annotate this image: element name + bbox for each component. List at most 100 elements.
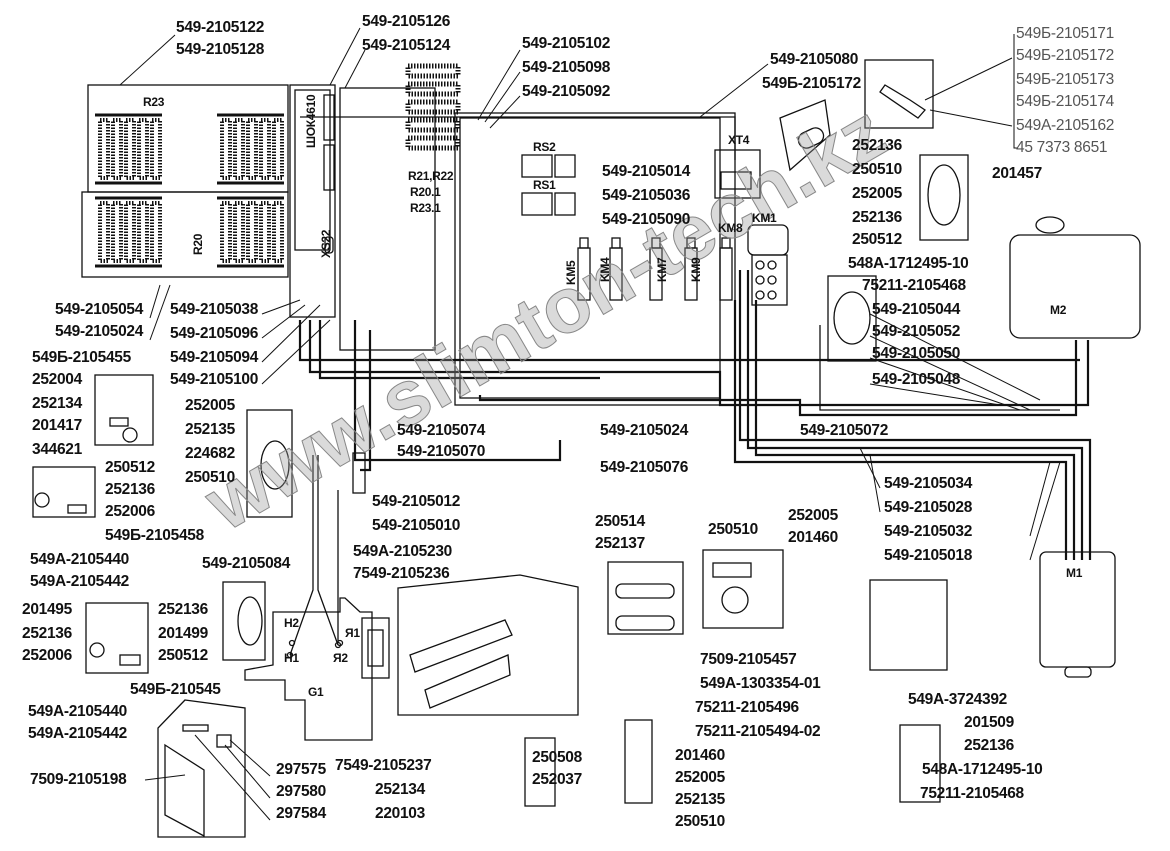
- part-number-callout: 252135: [675, 791, 725, 808]
- contactors: [577, 237, 733, 301]
- component-designator: R21,R22: [408, 169, 454, 183]
- part-number-callout: 250510: [675, 813, 725, 830]
- part-number-callout: 201495: [22, 601, 72, 618]
- part-number-callout: 252037: [532, 771, 582, 788]
- resistor-coil: [405, 135, 461, 151]
- resistor-coil: [246, 118, 258, 180]
- resistor-coil: [150, 118, 162, 180]
- resistor-coil: [137, 201, 149, 263]
- resistor-block-r20: [81, 191, 289, 278]
- part-number-callout: 549А-2105230: [353, 543, 452, 560]
- resistor-coil: [124, 201, 136, 263]
- component-designator: Н1: [284, 651, 299, 665]
- part-number-callout: 201460: [788, 529, 838, 546]
- part-number-callout: 549-2105072: [800, 422, 889, 439]
- part-number-callout: 250508: [532, 749, 582, 766]
- part-number-callout: 250512: [852, 231, 902, 248]
- resistor-frame-r21: [339, 87, 436, 351]
- part-number-callout: 252134: [32, 395, 82, 412]
- part-number-callout: 549-2105090: [602, 211, 691, 228]
- part-number-callout: 549Б-2105455: [32, 349, 131, 366]
- cable-lug-icon: [879, 84, 926, 119]
- part-number-callout: 549Б-210545: [130, 681, 221, 698]
- motor-m1: [1039, 551, 1116, 678]
- part-number-callout: 549-2105012: [372, 493, 461, 510]
- part-number-callout: 549Б-2105173: [1016, 71, 1114, 88]
- part-number-callout: 252136: [964, 737, 1014, 754]
- part-number-callout: 549А-2105162: [1016, 117, 1115, 134]
- resistor-coils: [95, 113, 284, 268]
- component-designator: KM4: [598, 257, 612, 282]
- fuse-rs2: [521, 154, 576, 178]
- part-number-callout: 549А-2105440: [28, 703, 127, 720]
- resistor-coil: [272, 118, 284, 180]
- detail-box-clip-3: [85, 602, 149, 674]
- part-number-callout: 549Б-2105172: [1016, 47, 1114, 64]
- detail-box-bolt-2: [624, 719, 653, 804]
- part-number-callout: 549-2105098: [522, 59, 611, 76]
- detail-box-bolt-3: [899, 724, 941, 803]
- part-number-callout: 549Б-2105174: [1016, 93, 1114, 110]
- terminal-strip: [352, 452, 366, 494]
- resistor-coil: [233, 118, 245, 180]
- resistor-coil: [405, 99, 461, 115]
- component-designator: KM7: [655, 257, 669, 282]
- panel-shok4610: [289, 84, 336, 318]
- connector-block-shok: [294, 89, 331, 251]
- detail-box-lug: [864, 59, 934, 129]
- resistor-coil: [150, 201, 162, 263]
- part-number-callout: 549Б-2105172: [762, 75, 861, 92]
- resistor-coil: [111, 118, 123, 180]
- part-number-callout: 252137: [595, 535, 645, 552]
- part-number-callout: 549-2105028: [884, 499, 973, 516]
- part-number-callout: 75211-2105468: [920, 785, 1024, 802]
- component-designator: KM5: [564, 260, 578, 285]
- detail-box-bracket: [397, 574, 579, 716]
- part-number-callout: 549-2105070: [397, 443, 486, 460]
- part-number-callout: 250510: [852, 161, 902, 178]
- part-number-callout: 549-2105024: [600, 422, 689, 439]
- part-number-callout: 549-2105048: [872, 371, 961, 388]
- component-designator: R23: [143, 95, 165, 109]
- resistor-coil: [137, 118, 149, 180]
- part-number-callout: 549-2105080: [770, 51, 859, 68]
- part-number-callout: 549-2105038: [170, 301, 259, 318]
- component-designator: R20.1: [410, 185, 441, 199]
- component-designator: KM9: [689, 257, 703, 282]
- part-number-callout: 7549-2105236: [353, 565, 450, 582]
- component-designator: XS22: [319, 229, 333, 258]
- resistor-coil: [405, 81, 461, 97]
- part-number-callout: 201499: [158, 625, 208, 642]
- part-number-callout: 252005: [788, 507, 838, 524]
- part-number-callout: 7549-2105237: [335, 757, 432, 774]
- component-designator: ШОК4610: [304, 94, 318, 148]
- part-number-callout: 252136: [158, 601, 208, 618]
- part-number-callout: 549А-2105440: [30, 551, 129, 568]
- part-number-callout: 549Б-2105458: [105, 527, 204, 544]
- resistor-coil: [272, 201, 284, 263]
- resistor-coil: [124, 118, 136, 180]
- connector-xs22: [324, 236, 334, 254]
- part-number-callout: 201460: [675, 747, 725, 764]
- detail-box-clamp: [919, 154, 969, 241]
- detail-box-bolt-1: [524, 737, 556, 807]
- part-number-callout: 7509-2105457: [700, 651, 797, 668]
- resistor-coil: [233, 201, 245, 263]
- component-designator: KM8: [718, 221, 743, 235]
- component-designator: RS1: [533, 178, 556, 192]
- resistor-stack-r21-r22: [405, 63, 461, 151]
- detail-box-ring: [702, 549, 784, 629]
- part-number-callout: 250512: [105, 459, 155, 476]
- part-number-callout: 549-2105052: [872, 323, 961, 340]
- part-number-callout: 75211-2105468: [862, 277, 966, 294]
- component-designator: M1: [1066, 566, 1083, 580]
- part-number-callout: 250510: [185, 469, 235, 486]
- detail-box-grommet: [827, 275, 877, 362]
- part-number-callout: 344621: [32, 441, 82, 458]
- part-number-callout: 548А-1712495-10: [848, 255, 969, 272]
- contactor-km1: [747, 224, 789, 306]
- part-number-callout: 549-2105034: [884, 475, 973, 492]
- part-number-callout: 549Б-2105171: [1016, 25, 1114, 42]
